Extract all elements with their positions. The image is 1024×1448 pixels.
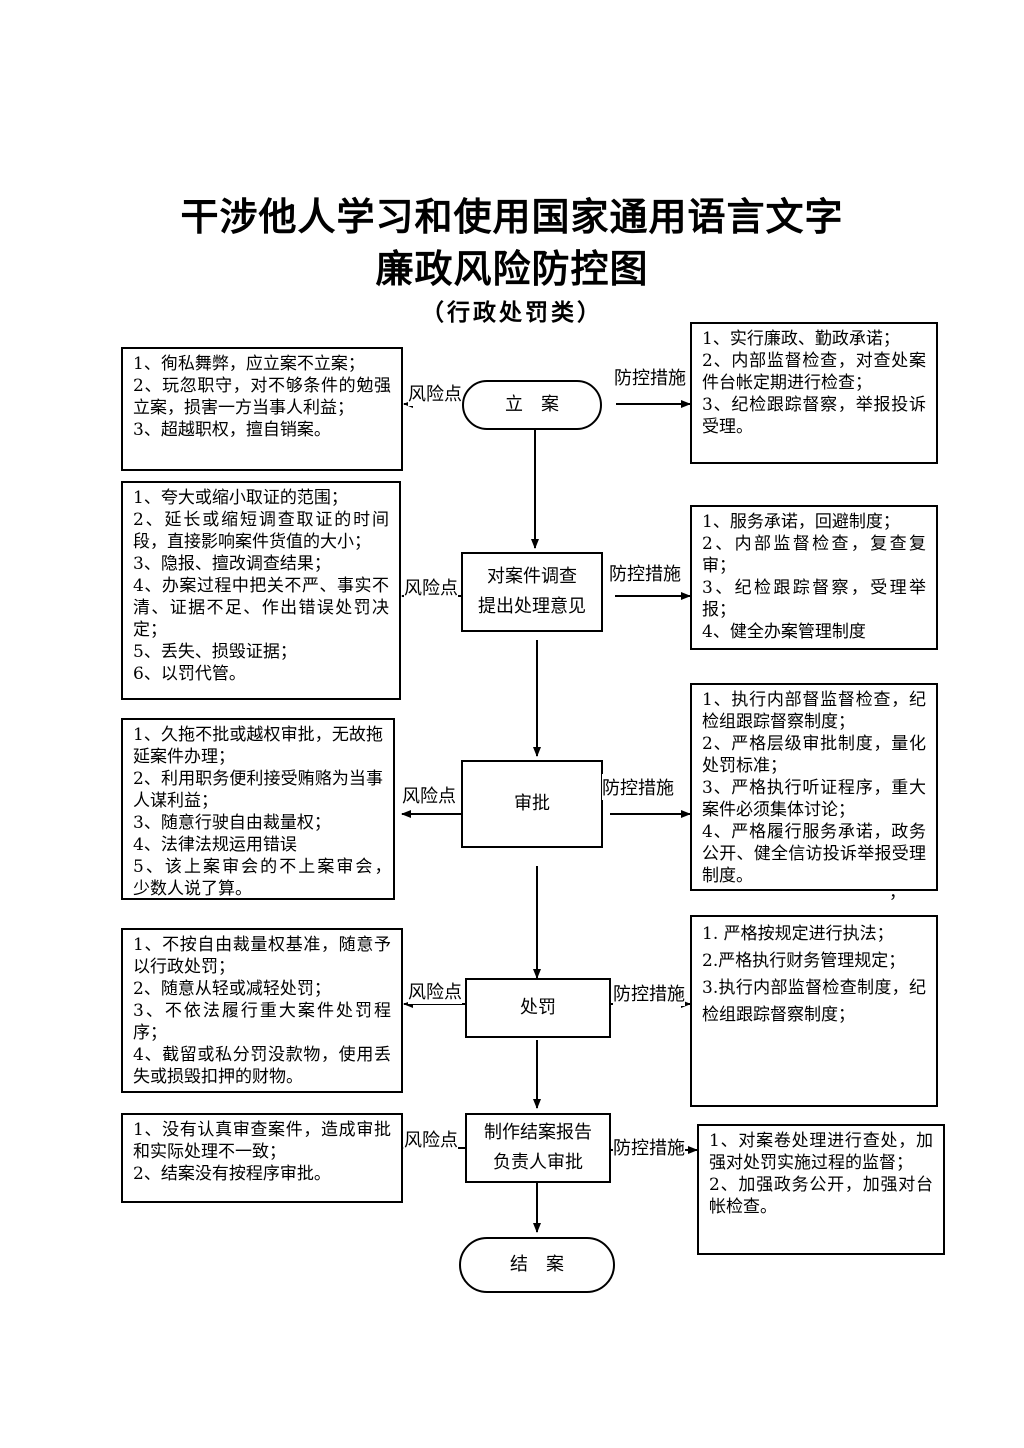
node-closing-report: 制作结案报告 负责人审批: [465, 1113, 611, 1183]
title-line-2: 廉政风险防控图: [375, 246, 649, 291]
risk-item: 5、丢失、损毁证据；: [133, 642, 297, 662]
title-line-1: 干涉他人学习和使用国家通用语言文字: [180, 194, 844, 239]
risk-label-5: 风险点: [404, 1126, 458, 1152]
risk-item: 4、法律法规运用错误: [133, 835, 297, 855]
subtitle: （行政处罚类）: [421, 299, 603, 326]
risk-item: 5、该上案审会的不上案审会， 少数人说了算。: [133, 857, 400, 899]
node-investigate: 对案件调查 提出处理意见: [461, 552, 603, 632]
control-item: 2、严格层级审批制度，量化处罚标准；: [702, 734, 926, 776]
risk-item: 1、久拖不批或越权审批，无故拖延案件办理；: [133, 725, 383, 767]
risk-item: 2、结案没有按程序审批。: [133, 1164, 331, 1184]
risk-item: 1、夸大或缩小取证的范围；: [133, 488, 348, 508]
risk-box-2: 1、夸大或缩小取证的范围； 2、延长或缩短调查取证的时间段，直接影响案件货值的大…: [121, 481, 401, 700]
node-file-case: 立 案: [462, 380, 602, 430]
node-approve: 审批: [461, 760, 603, 848]
risk-label-3: 风险点: [402, 782, 456, 808]
risk-item: 3、隐报、擅改调查结果；: [133, 554, 331, 574]
control-box-3: 1、执行内部督监督检查，纪检组跟踪督察制度； 2、严格层级审批制度，量化处罚标准…: [690, 683, 938, 902]
node-closing-report-line1: 制作结案报告: [484, 1122, 592, 1143]
node-closing-report-line2: 负责人审批: [493, 1152, 583, 1173]
risk-item: 3、不依法履行重大案件处罚程序；: [133, 1001, 391, 1043]
control-item: 4、严格履行服务承诺，政务公开、健全信访投诉举报受理制度。: [702, 822, 926, 886]
control-item: 3、严格执行听证程序，重大案件必须集体讨论；: [702, 778, 926, 820]
control-label-3: 防控措施: [602, 774, 674, 800]
risk-item: 2、随意从轻或减轻处罚；: [133, 979, 331, 999]
control-item: 1. 严格按规定进行执法；: [702, 924, 894, 944]
risk-item: 4、截留或私分罚没款物，使用丢失或损毁扣押的财物。: [133, 1045, 391, 1087]
control-item: 3、纪检跟踪督察，举报投诉受理。: [702, 395, 926, 437]
node-investigate-line1: 对案件调查: [487, 566, 577, 587]
node-investigate-line2: 提出处理意见: [478, 596, 586, 617]
risk-item: 1、没有认真审查案件，造成审批和实际处理不一致；: [133, 1120, 391, 1162]
risk-item: 2、延长或缩短调查取证的时间段，直接影响案件货值的大小；: [133, 510, 389, 552]
control-box-4: 1. 严格按规定进行执法； 2.严格执行财务管理规定； 3.执行内部监督检查制度…: [690, 915, 938, 1107]
control-item: 1、服务承诺，回避制度；: [702, 512, 900, 532]
risk-box-4: 1、不按自由裁量权基准，随意予以行政处罚； 2、随意从轻或减轻处罚； 3、不依法…: [121, 928, 403, 1093]
control-box-1: 1、实行廉政、勤政承诺； 2、内部监督检查，对查处案件台帐定期进行检查； 3、纪…: [690, 322, 938, 464]
risk-label-1: 风险点: [408, 380, 462, 406]
control-item: 3.执行内部监督检查制度，纪检组跟踪督察制度；: [702, 978, 926, 1025]
control-item: 3、纪检跟踪督察，受理举报；: [702, 578, 926, 620]
control-label-5: 防控措施: [613, 1134, 685, 1160]
control-item: 2、加强政务公开，加强对台帐检查。: [709, 1175, 933, 1217]
control-item: 1、实行廉政、勤政承诺；: [702, 329, 900, 349]
node-penalty: 处罚: [465, 978, 611, 1038]
control-box-2: 1、服务承诺，回避制度； 2、内部监督检查，复查复审； 3、纪检跟踪督察，受理举…: [690, 505, 938, 650]
risk-item: 4、办案过程中把关不严、事实不清、证据不足、作出错误处罚决定；: [133, 576, 389, 640]
control-item: 2、内部监督检查，复查复审；: [702, 534, 926, 576]
risk-item: 2、玩忽职守，对不够条件的勉强立案，损害一方当事人利益；: [133, 376, 391, 418]
node-close-case: 结 案: [459, 1237, 615, 1293]
control-label-4: 防控措施: [613, 980, 685, 1006]
risk-item: 2、利用职务便利接受贿赂为当事人谋利益；: [133, 769, 383, 811]
risk-label-2: 风险点: [404, 574, 458, 600]
risk-item: 3、随意行驶自由裁量权；: [133, 813, 331, 833]
risk-box-5: 1、没有认真审查案件，造成审批和实际处理不一致； 2、结案没有按程序审批。: [121, 1113, 403, 1203]
risk-label-4: 风险点: [408, 978, 462, 1004]
control-label-2: 防控措施: [609, 560, 681, 586]
control-box-5: 1、对案卷处理进行查处，加强对处罚实施过程的监督； 2、加强政务公开，加强对台帐…: [697, 1124, 945, 1255]
risk-item: 6、以罚代管。: [133, 664, 246, 684]
risk-item: 1、徇私舞弊，应立案不立案；: [133, 354, 365, 374]
control-mark: ，: [889, 883, 906, 903]
control-item: 2、内部监督检查，对查处案件台帐定期进行检查；: [702, 351, 926, 393]
risk-item: 3、超越职权，擅自销案。: [133, 420, 331, 440]
control-label-1: 防控措施: [614, 364, 686, 390]
control-item: 1、执行内部督监督检查，纪检组跟踪督察制度；: [702, 690, 926, 732]
risk-box-3: 1、久拖不批或越权审批，无故拖延案件办理； 2、利用职务便利接受贿赂为当事人谋利…: [121, 718, 400, 900]
control-item: 2.严格执行财务管理规定；: [702, 951, 906, 971]
control-item: 1、对案卷处理进行查处，加强对处罚实施过程的监督；: [709, 1131, 933, 1173]
risk-box-1: 1、徇私舞弊，应立案不立案； 2、玩忽职守，对不够条件的勉强立案，损害一方当事人…: [121, 347, 403, 471]
risk-item: 1、不按自由裁量权基准，随意予以行政处罚；: [133, 935, 391, 977]
control-item: 4、健全办案管理制度: [702, 622, 866, 642]
